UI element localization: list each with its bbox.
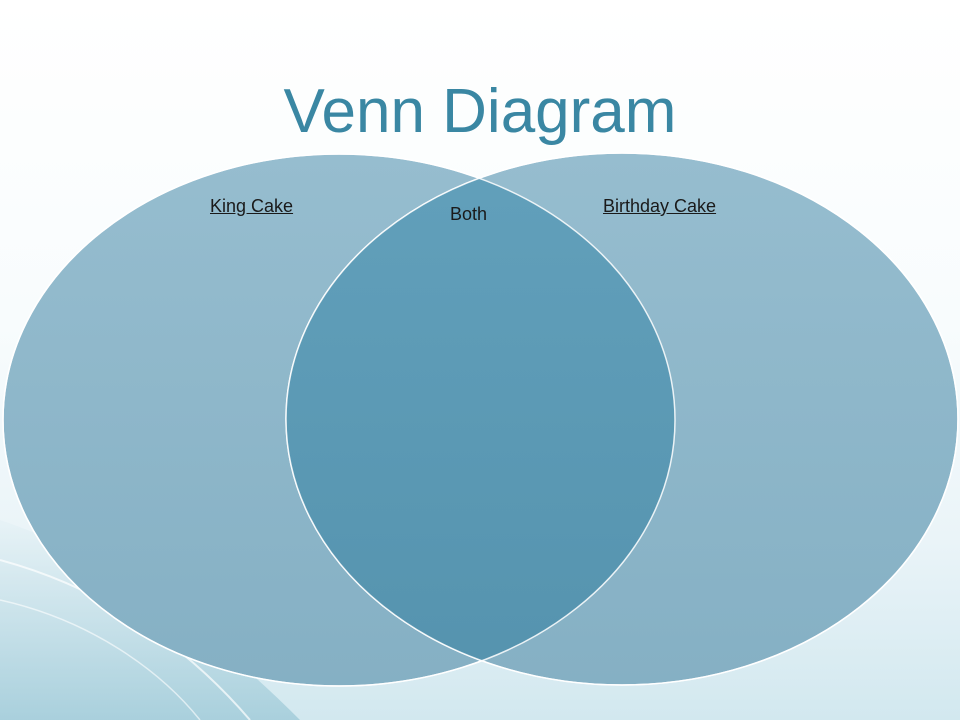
slide-title: Venn Diagram xyxy=(283,77,677,146)
right-circle-outline xyxy=(285,152,959,686)
right-set-label: Birthday Cake xyxy=(603,196,717,216)
left-set-label: King Cake xyxy=(210,196,294,216)
overlap-region xyxy=(286,154,675,685)
intersection-label: Both xyxy=(450,204,488,224)
left-circle-outline xyxy=(2,153,676,687)
